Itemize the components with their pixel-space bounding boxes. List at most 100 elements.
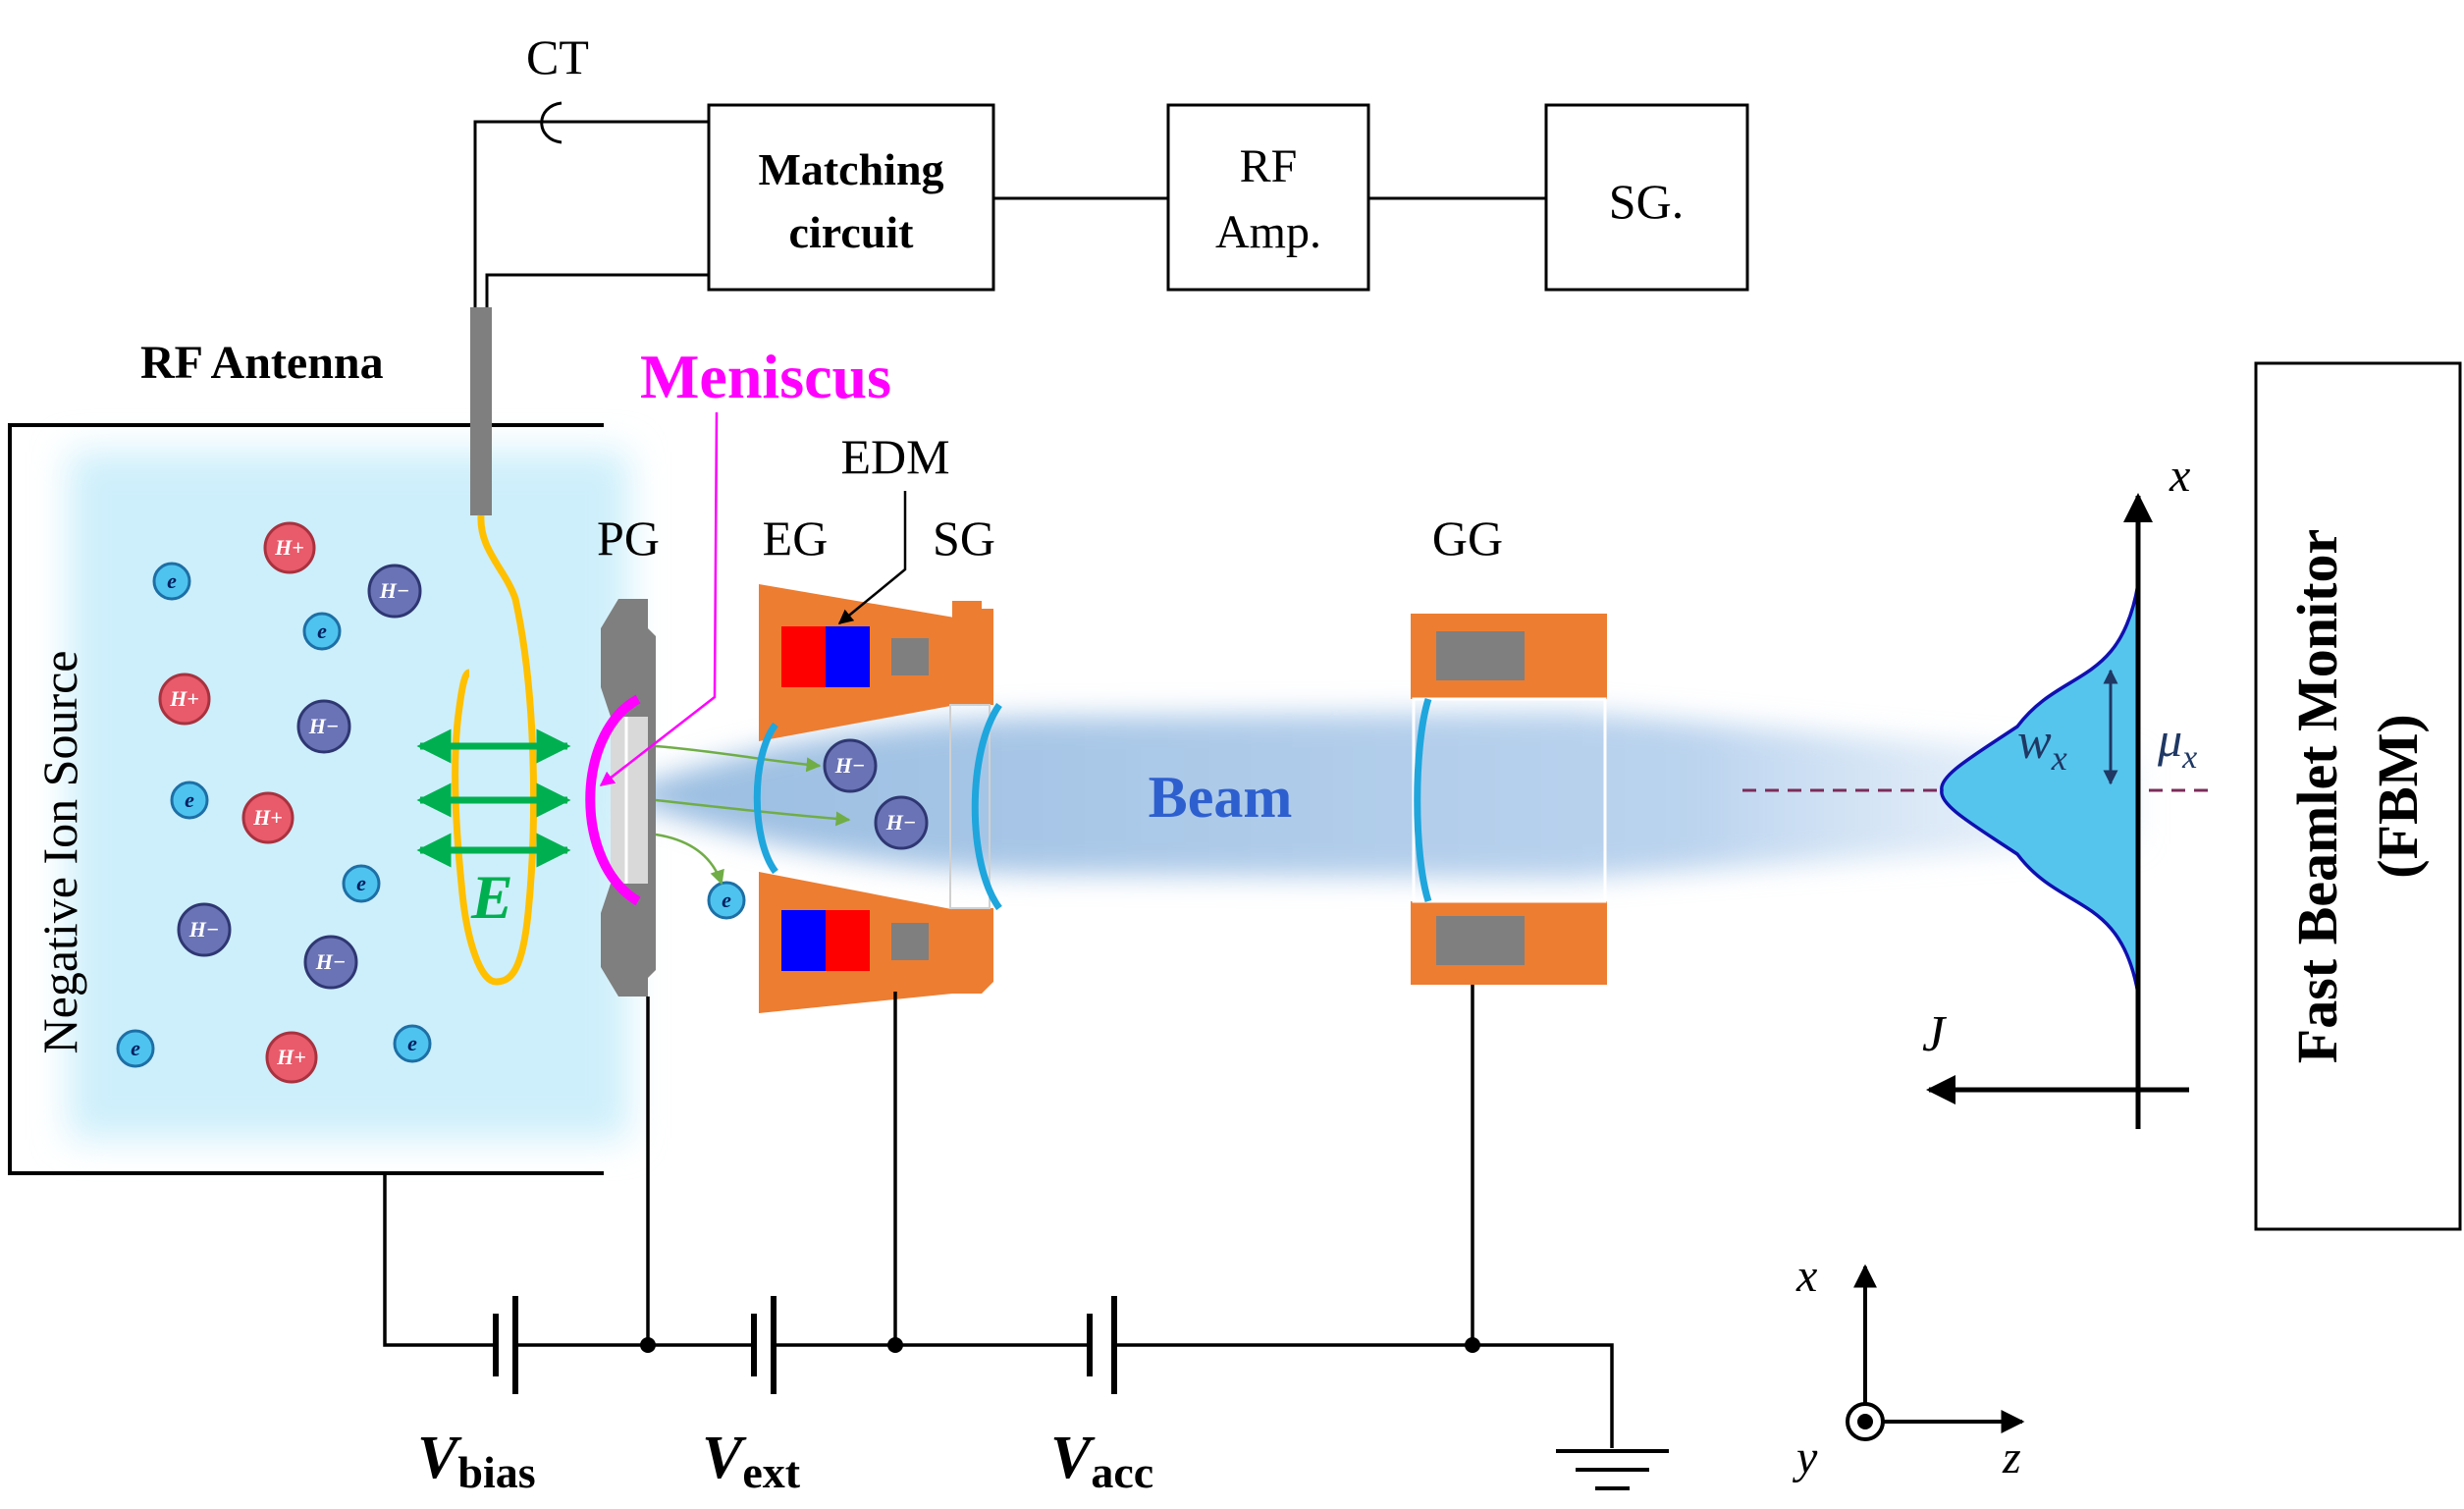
- eg-label: EG: [763, 511, 829, 566]
- edm-label: EDM: [840, 429, 949, 484]
- rf-amp-box: [1166, 103, 1370, 292]
- h-minus-ion-circle: [303, 935, 358, 990]
- steering-grid-sg-top: [952, 601, 993, 705]
- electron-particle-label: e: [317, 619, 327, 643]
- junction-dots: [640, 1337, 1480, 1353]
- electron-particle-circle: [393, 1024, 432, 1063]
- extraction-arrows: [655, 744, 851, 886]
- h-minus-ion-label: H−: [315, 949, 346, 974]
- e-field-label: E: [470, 862, 513, 932]
- h-plus-ion: H+: [158, 673, 211, 726]
- edm-magnet-top-blue: [826, 626, 870, 687]
- h-minus-ion-label: H−: [188, 917, 219, 942]
- electron-particle-label: e: [131, 1036, 140, 1060]
- h-minus-ion: H−: [367, 564, 422, 619]
- h-plus-ion-circle: [263, 521, 316, 574]
- beam-profile-curve: [1940, 583, 2140, 995]
- matching-circuit-label-1: Matching: [758, 144, 943, 194]
- h-minus-ion-circle: [296, 699, 351, 754]
- sg-box: [1544, 103, 1749, 292]
- electron-particle: e: [152, 562, 191, 601]
- h-minus-ion-label: H−: [379, 578, 409, 603]
- eg-insert-top: [891, 638, 929, 675]
- eg-insert-bottom: [891, 923, 929, 960]
- rf-amp-label-2: Amp.: [1215, 206, 1321, 258]
- h-plus-ion-label: H+: [169, 686, 199, 711]
- electron-particle-circle: [707, 881, 746, 920]
- matching-circuit-box: [707, 103, 995, 292]
- meniscus-pointer: [599, 411, 719, 786]
- electron-particle-label: e: [722, 888, 731, 912]
- electron-particle: e: [707, 881, 746, 920]
- ground-symbol: [1556, 1449, 1669, 1490]
- ct-clamp: [540, 101, 562, 144]
- h-plus-ion: H+: [241, 791, 295, 844]
- v-acc-label: Vacc: [1050, 1425, 1153, 1497]
- rf-antenna-label: RF Antenna: [140, 337, 384, 389]
- gg-label: GG: [1432, 511, 1503, 566]
- edm-pointer: [837, 491, 907, 624]
- electron-particle-label: e: [185, 787, 194, 812]
- gg-insert-bottom: [1436, 916, 1525, 965]
- plasma-region: [69, 452, 628, 1139]
- electron-particle: e: [116, 1029, 155, 1068]
- h-minus-ion-circle: [177, 902, 232, 957]
- h-plus-ion: H+: [263, 521, 316, 574]
- profile-j-label: J: [1922, 1006, 1948, 1062]
- profile-x-label: x: [2169, 450, 2190, 502]
- coord-x-label: x: [1795, 1250, 1817, 1302]
- source-chamber: [8, 423, 604, 1175]
- h-minus-ion-label: H−: [885, 810, 916, 835]
- rf-antenna-feed: [470, 307, 492, 515]
- rf-amp-label-1: RF: [1240, 140, 1298, 192]
- beam: [628, 712, 2140, 879]
- lens-curves: [753, 697, 1432, 911]
- electron-particle-circle: [152, 562, 191, 601]
- h-minus-ion-circle: [874, 795, 929, 850]
- power-circuit-wiring: [383, 985, 1614, 1448]
- electron-particle-label: e: [407, 1031, 417, 1055]
- beam-label: Beam: [1149, 765, 1293, 830]
- coord-z-label: z: [2002, 1431, 2021, 1483]
- pg-label: PG: [597, 511, 660, 566]
- electron-particle: e: [302, 612, 342, 651]
- mu-x-label: μx: [2157, 712, 2197, 776]
- meniscus: [585, 694, 641, 906]
- sg-label: SG: [933, 511, 995, 566]
- h-plus-ion-circle: [241, 791, 295, 844]
- fbm-label-1: Fast Beamlet Monitor: [2285, 529, 2349, 1063]
- h-minus-ion: H−: [303, 935, 358, 990]
- coord-y-label: y: [1792, 1431, 1818, 1483]
- gg-aperture: [1412, 697, 1607, 903]
- h-plus-ion-label: H+: [274, 535, 304, 560]
- h-minus-ion: H−: [296, 699, 351, 754]
- h-plus-ion-circle: [265, 1031, 318, 1084]
- h-minus-ion-label: H−: [308, 714, 339, 738]
- h-plus-ion-circle: [158, 673, 211, 726]
- h-minus-ion: H−: [874, 795, 929, 850]
- electron-particle-circle: [170, 781, 209, 820]
- electron-particle: e: [393, 1024, 432, 1063]
- steering-grid-sg-bottom: [952, 908, 993, 994]
- matching-circuit-label-2: circuit: [789, 207, 915, 257]
- rf-circuit-wiring: [473, 120, 1546, 309]
- h-minus-ion: H−: [823, 738, 878, 793]
- meniscus-label: Meniscus: [640, 342, 891, 411]
- v-bias-label: Vbias: [417, 1425, 536, 1497]
- pg-aperture: [611, 717, 648, 884]
- h-minus-ion-label: H−: [834, 753, 865, 778]
- w-x-label: wx: [2017, 714, 2067, 778]
- electron-particle-circle: [116, 1029, 155, 1068]
- gg-insert-top: [1436, 631, 1525, 680]
- electron-particle-label: e: [356, 871, 366, 895]
- electron-particle: e: [170, 781, 209, 820]
- fbm-label-2: (FBM): [2366, 714, 2430, 879]
- e-field-arrows: [416, 728, 571, 868]
- edm-magnet-top-red: [781, 626, 826, 687]
- sg-box-label: SG.: [1609, 174, 1684, 229]
- sg-aperture: [949, 704, 991, 909]
- h-plus-ion-label: H+: [252, 805, 283, 830]
- h-minus-ion-circle: [367, 564, 422, 619]
